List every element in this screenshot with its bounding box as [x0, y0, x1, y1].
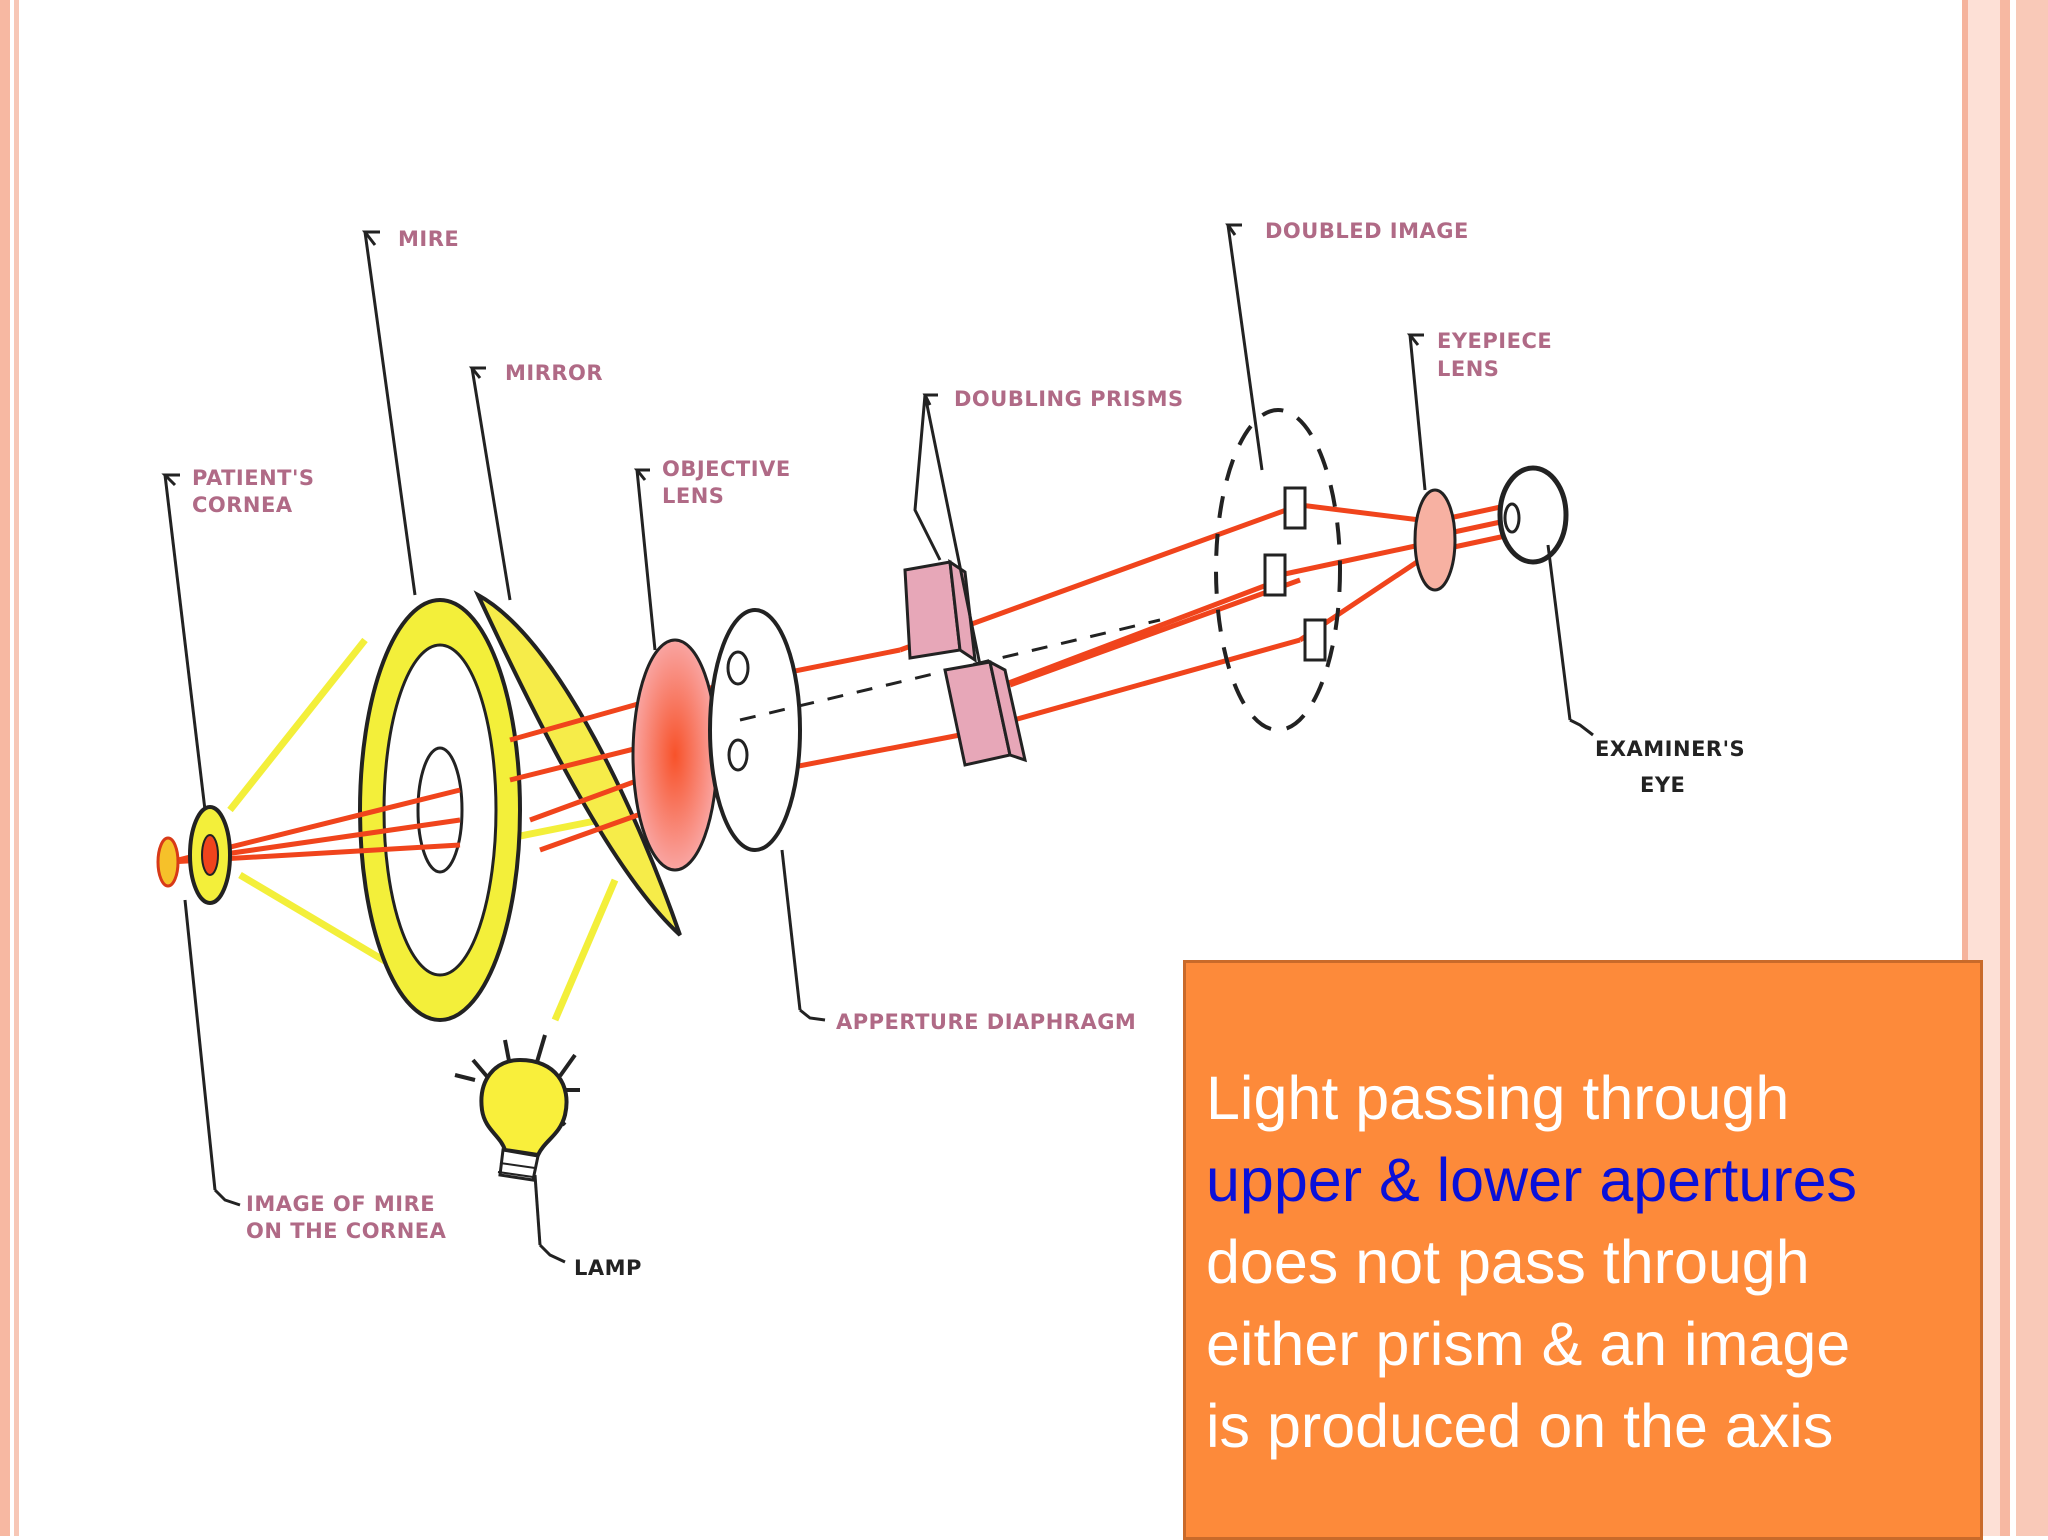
label-doubling-prisms: DOUBLING PRISMS — [954, 387, 1184, 411]
aperture-diaphragm — [708, 608, 802, 852]
caption-line-5: is produced on the axis — [1206, 1392, 1834, 1460]
label-examiners-eye-1: EXAMINER'S — [1595, 737, 1745, 761]
lamp-bulb-icon — [454, 1034, 580, 1182]
doubling-prisms — [903, 558, 1028, 767]
label-mirror: MIRROR — [505, 361, 603, 385]
patients-cornea — [156, 805, 232, 905]
label-patients-cornea-2: CORNEA — [192, 493, 293, 517]
doubled-image — [1214, 408, 1342, 732]
label-doubled-image: DOUBLED IMAGE — [1265, 219, 1469, 243]
slide-frame-right-edge — [2016, 0, 2048, 1536]
label-eyepiece-lens-1: EYEPIECE — [1437, 329, 1552, 353]
objective-lens — [631, 638, 719, 872]
caption-box: Light passing through upper & lower aper… — [1183, 960, 1983, 1540]
slide-frame-left-inner — [14, 0, 19, 1536]
caption-line-1: Light passing through — [1206, 1064, 1790, 1132]
label-image-of-mire-2: ON THE CORNEA — [246, 1219, 447, 1243]
illumination-lines — [227, 637, 619, 1022]
examiners-eye — [1497, 465, 1569, 565]
label-lamp: LAMP — [574, 1256, 642, 1280]
eyepiece-lens — [1413, 488, 1457, 592]
label-objective-lens-2: LENS — [662, 484, 724, 508]
mire-ring — [358, 598, 522, 1022]
caption-line-3: does not pass through — [1206, 1228, 1810, 1296]
caption-text: Light passing through upper & lower aper… — [1206, 1057, 1976, 1467]
leader-lines — [161, 223, 1594, 1264]
slide-frame-right — [1962, 0, 1968, 1536]
label-examiners-eye-2: EYE — [1640, 773, 1685, 797]
caption-line-4: either prism & an image — [1206, 1310, 1851, 1378]
slide-frame-right-outer — [2000, 0, 2010, 1536]
label-objective-lens-1: OBJECTIVE — [662, 457, 791, 481]
label-image-of-mire-1: IMAGE OF MIRE — [246, 1192, 435, 1216]
label-mire: MIRE — [398, 227, 459, 251]
label-eyepiece-lens-2: LENS — [1437, 357, 1499, 381]
slide-frame-left — [0, 0, 10, 1536]
label-aperture-diaphragm: APPERTURE DIAPHRAGM — [836, 1010, 1136, 1034]
label-patients-cornea-1: PATIENT'S — [192, 466, 315, 490]
caption-highlight: upper & lower apertures — [1206, 1146, 1858, 1214]
